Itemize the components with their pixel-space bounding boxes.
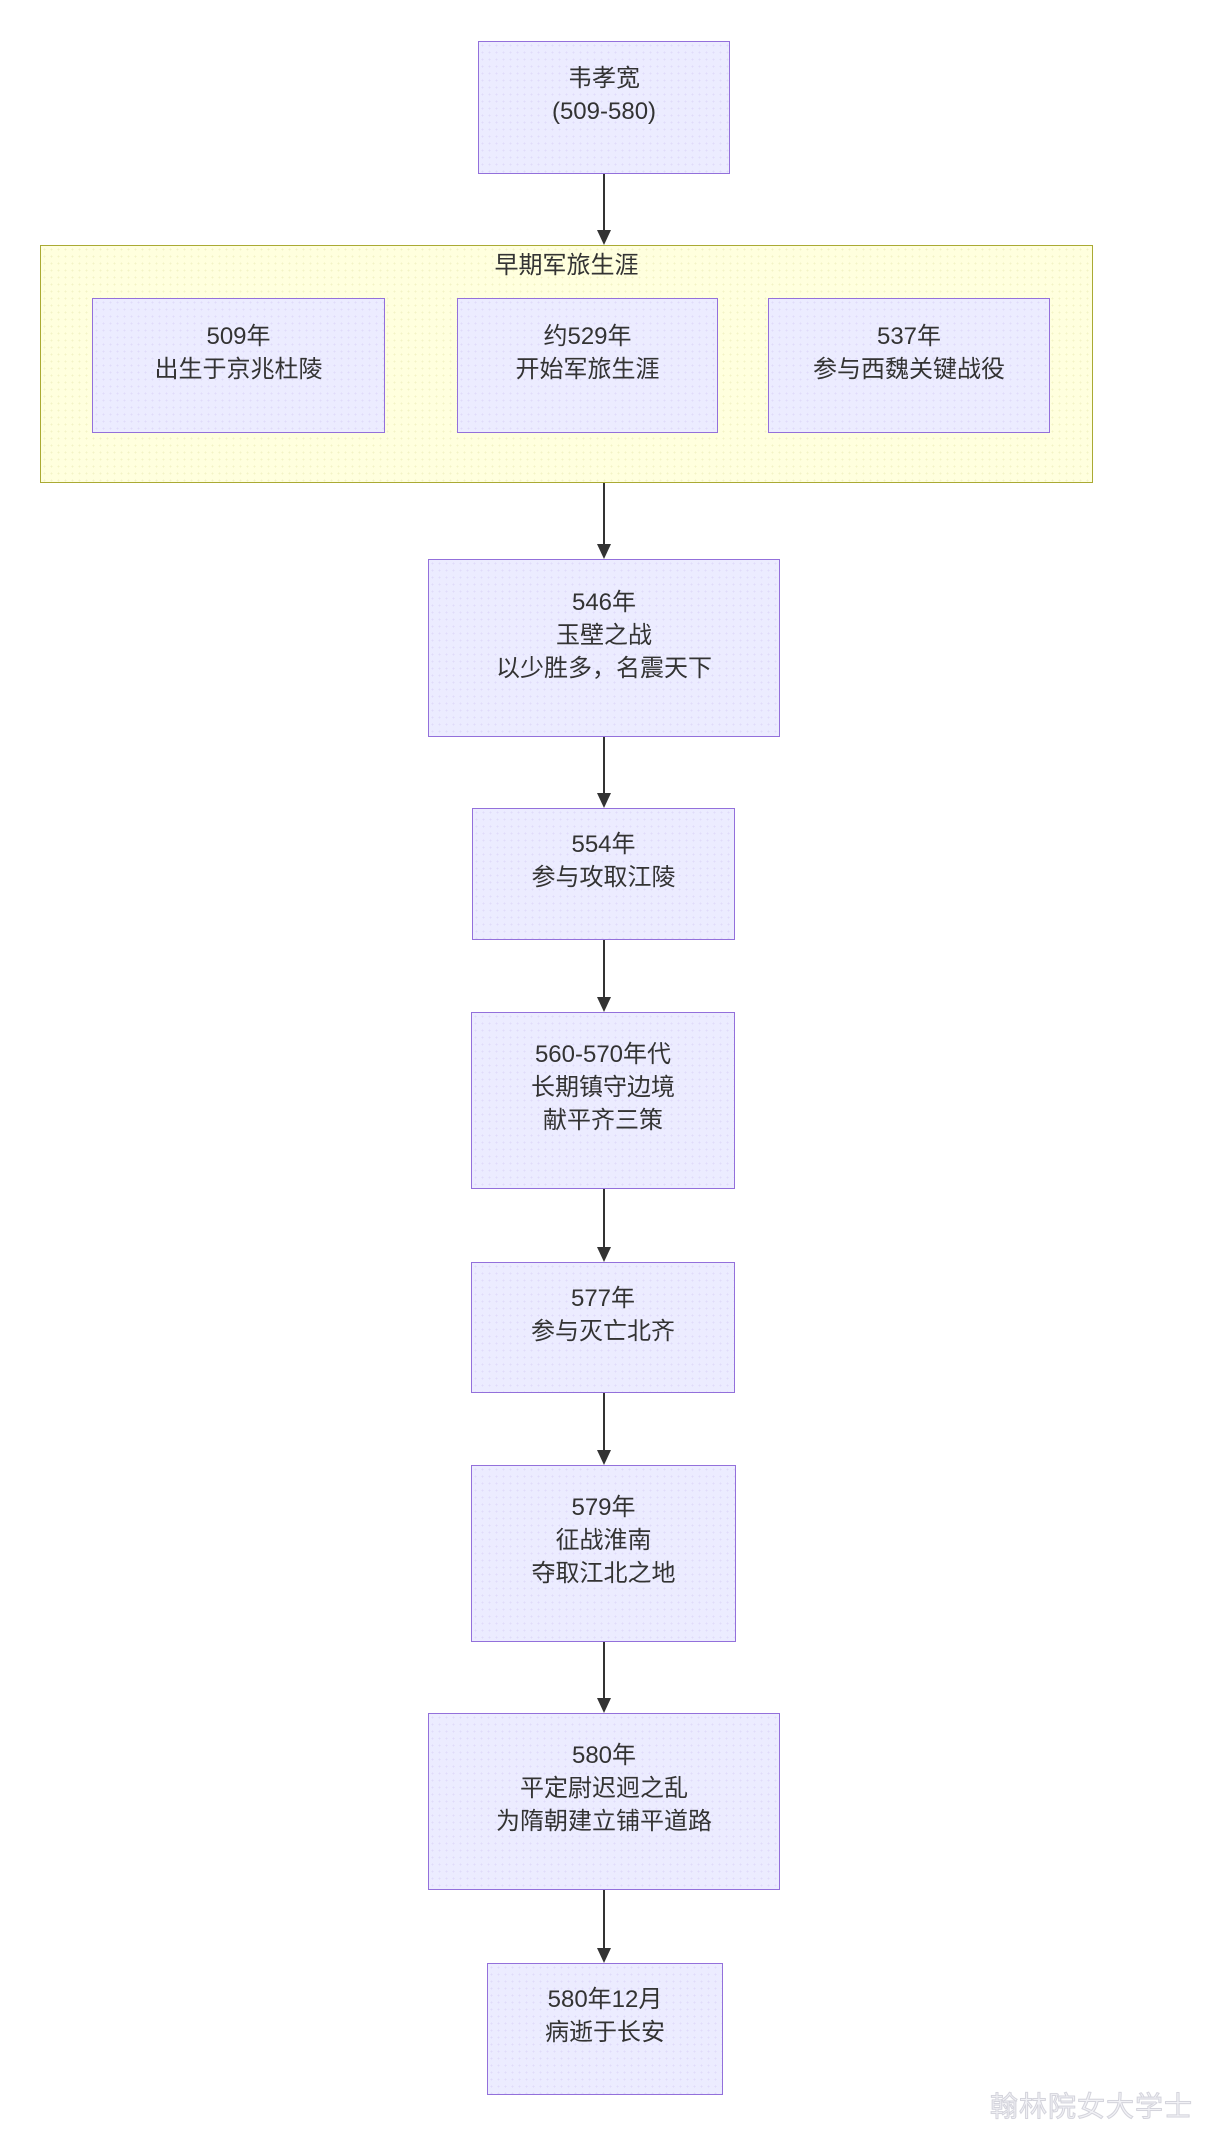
node-line: 参与灭亡北齐: [531, 1317, 675, 1345]
arrow-line: [603, 174, 605, 232]
flow-arrow: [596, 1890, 612, 1963]
arrow-line: [603, 737, 605, 795]
arrow-head-icon: [597, 230, 611, 245]
arrow-head-icon: [597, 1450, 611, 1465]
node-line: 献平齐三策: [543, 1107, 663, 1134]
node-line: 开始军旅生涯: [515, 355, 660, 383]
flow-arrow: [596, 1393, 612, 1465]
node-line: 玉壁之战: [556, 621, 652, 649]
watermark-text: 翰林院女大学士: [989, 2091, 1193, 2123]
node-580-weichijiong-rebellion: 580年 平定尉迟迥之乱 为隋朝建立铺平道路: [428, 1713, 780, 1890]
node-579-huainan: 579年 征战淮南 夺取江北之地: [471, 1465, 736, 1642]
node-line: 参与西魏关键战役: [813, 355, 1005, 383]
node-line: 以少胜多，名震天下: [496, 654, 712, 682]
arrow-head-icon: [597, 1948, 611, 1963]
node-line: 参与攻取江陵: [531, 864, 676, 891]
node-580-12-death: 580年12月 病逝于长安: [487, 1963, 723, 2095]
node-546-yubi-battle: 546年 玉壁之战 以少胜多，名震天下: [428, 559, 780, 737]
arrow-line: [603, 1189, 605, 1249]
node-560s-border-defense: 560-570年代 长期镇守边境 献平齐三策: [471, 1012, 735, 1189]
arrow-line: [603, 1393, 605, 1452]
arrow-line: [603, 1642, 605, 1700]
arrow-head-icon: [597, 793, 611, 808]
node-line: 546年: [571, 588, 637, 616]
node-person-root: 韦孝宽 (509-580): [478, 41, 730, 174]
node-line: 韦孝宽: [568, 64, 640, 92]
arrow-head-icon: [597, 1247, 611, 1262]
node-line: (509-580): [551, 97, 657, 125]
node-577-northern-qi: 577年 参与灭亡北齐: [471, 1262, 735, 1393]
node-529-career-start: 约529年 开始军旅生涯: [457, 298, 718, 433]
node-line: 平定尉迟迥之乱: [520, 1775, 688, 1802]
node-line: 出生于京兆杜陵: [154, 355, 323, 383]
node-line: 长期镇守边境: [531, 1074, 675, 1101]
node-line: 577年: [570, 1284, 636, 1312]
node-line: 579年: [571, 1494, 636, 1521]
node-line: 夺取江北之地: [531, 1560, 676, 1587]
cluster-title: 早期军旅生涯: [494, 252, 639, 279]
node-line: 554年: [571, 831, 636, 858]
node-line: 537年: [876, 322, 942, 350]
flow-arrow: [596, 1642, 612, 1713]
flow-arrow: [596, 940, 612, 1012]
flow-arrow: [596, 1189, 612, 1262]
arrow-head-icon: [597, 997, 611, 1012]
node-line: 509年: [206, 322, 271, 350]
node-537-western-wei-battles: 537年 参与西魏关键战役: [768, 298, 1050, 433]
flow-arrow: [596, 174, 612, 245]
arrow-line: [603, 940, 605, 999]
arrow-line: [603, 483, 605, 546]
flow-arrow: [596, 483, 612, 559]
node-line: 580年12月: [547, 1986, 663, 2013]
arrow-head-icon: [597, 544, 611, 559]
node-line: 约529年: [543, 322, 632, 350]
flow-arrow: [596, 737, 612, 808]
node-554-jiangling: 554年 参与攻取江陵: [472, 808, 735, 940]
node-line: 病逝于长安: [545, 2019, 665, 2046]
node-line: 580年: [571, 1742, 637, 1769]
node-509-birth: 509年 出生于京兆杜陵: [92, 298, 385, 433]
node-line: 为隋朝建立铺平道路: [496, 1808, 712, 1835]
arrow-line: [603, 1890, 605, 1950]
node-line: 征战淮南: [555, 1527, 652, 1554]
arrow-head-icon: [597, 1698, 611, 1713]
node-line: 560-570年代: [534, 1041, 672, 1068]
